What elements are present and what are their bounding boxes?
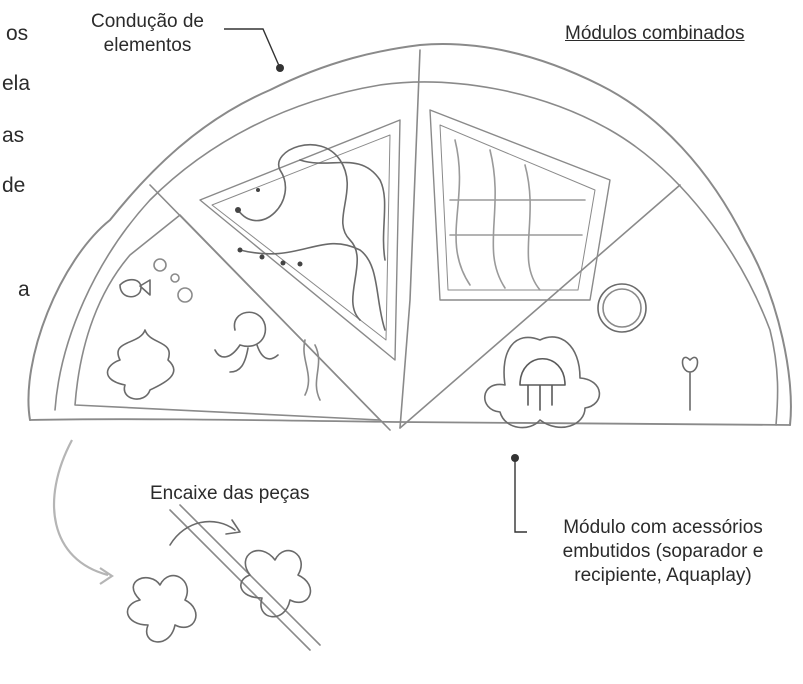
module-frame-2 bbox=[429, 109, 611, 301]
fish bbox=[119, 278, 151, 298]
fragment-ela: ela bbox=[2, 72, 31, 95]
squiggle-1 bbox=[237, 143, 361, 321]
squiggle-3 bbox=[299, 159, 386, 261]
squiggle-2 bbox=[239, 242, 386, 331]
recipient-circle bbox=[597, 283, 647, 333]
module-left-border bbox=[74, 214, 381, 421]
label-acessorios-line1: Módulo com acessórios bbox=[563, 517, 763, 538]
leader-conducao bbox=[224, 28, 281, 69]
label-acessorios-line2: embutidos (soparador e bbox=[562, 541, 764, 562]
fragment-de: de bbox=[2, 174, 26, 197]
module-frame-2-inner bbox=[439, 124, 596, 291]
curved-arrow bbox=[52, 439, 109, 577]
fragment-a: a bbox=[18, 278, 30, 301]
inset-arrow bbox=[169, 520, 236, 546]
outer-outline bbox=[27, 43, 792, 426]
label-conducao-line2: elementos bbox=[103, 35, 192, 56]
inset-piece-1 bbox=[126, 574, 197, 643]
label-encaixe: Encaixe das peças bbox=[150, 483, 310, 504]
wave-lines bbox=[449, 139, 586, 291]
label-modulos-combinados: Módulos combinados bbox=[565, 23, 745, 44]
starfish bbox=[106, 329, 175, 400]
lollipop bbox=[681, 356, 699, 411]
triangle-area-1-inner bbox=[211, 134, 391, 341]
separator-octopus bbox=[519, 358, 566, 411]
leader-acessorios bbox=[514, 458, 527, 533]
divider-2 bbox=[399, 49, 421, 429]
octopus bbox=[214, 311, 279, 373]
separator-shape bbox=[484, 336, 601, 429]
triangle-area-1 bbox=[199, 119, 401, 361]
recipient-circle-inner bbox=[602, 288, 642, 328]
label-conducao: Condução de elementos bbox=[70, 10, 225, 58]
label-conducao-line1: Condução de bbox=[90, 11, 205, 32]
seaweed bbox=[303, 339, 321, 401]
inset-piece-2 bbox=[240, 549, 312, 618]
label-modulo-acessorios: Módulo com acessórios embutidos (soparad… bbox=[528, 516, 798, 588]
fragment-as: as bbox=[2, 124, 25, 147]
fragment-os: os bbox=[6, 22, 29, 45]
label-acessorios-line3: recipiente, Aquaplay) bbox=[574, 565, 752, 586]
inner-outline bbox=[54, 81, 779, 426]
inset-line-1 bbox=[169, 509, 311, 651]
divider-3 bbox=[399, 184, 681, 429]
